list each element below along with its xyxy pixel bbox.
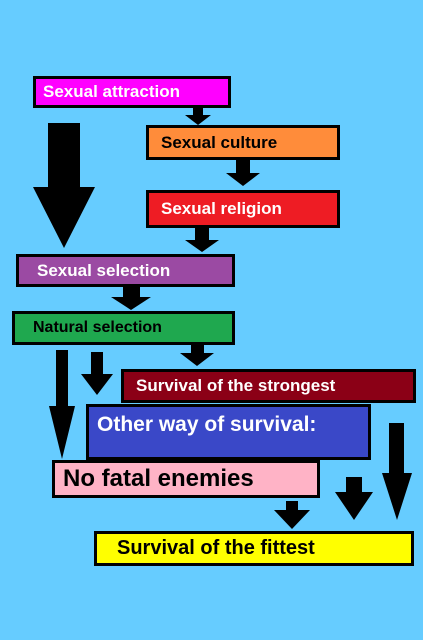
- node-label: Other way of survival:: [97, 413, 317, 436]
- node-sexual-religion: Sexual religion: [146, 190, 340, 228]
- arrow-religion-to-selection: [185, 228, 219, 252]
- node-survival-fittest: Survival of the fittest: [94, 531, 414, 566]
- arrow-attraction-to-selection: [33, 123, 95, 248]
- arrow-culture-to-religion: [226, 160, 260, 186]
- node-other-way-of-survival: Other way of survival:: [86, 404, 371, 460]
- node-sexual-selection: Sexual selection: [16, 254, 235, 287]
- arrow-selection-to-natural: [111, 287, 151, 310]
- arrow-otherway-to-fittest: [335, 477, 373, 520]
- node-label: Survival of the fittest: [117, 537, 315, 559]
- arrow-attraction-to-culture: [185, 108, 211, 125]
- node-label: Sexual culture: [161, 132, 278, 152]
- node-sexual-culture: Sexual culture: [146, 125, 340, 160]
- arrow-enemies-to-fittest: [274, 501, 310, 529]
- node-sexual-attraction: Sexual attraction: [33, 76, 231, 108]
- node-label: Sexual selection: [37, 260, 171, 280]
- arrow-strongest-to-fittest: [382, 423, 412, 520]
- node-label: Natural selection: [33, 319, 162, 336]
- node-natural-selection: Natural selection: [12, 311, 235, 345]
- arrow-natural-to-strongest: [180, 345, 214, 366]
- arrow-natural-to-enemies: [49, 350, 75, 459]
- arrow-natural-to-otherway: [81, 352, 113, 395]
- node-label: Sexual attraction: [43, 82, 180, 101]
- node-label: Sexual religion: [161, 199, 282, 218]
- node-label: Survival of the strongest: [136, 376, 336, 395]
- node-survival-strongest: Survival of the strongest: [121, 369, 416, 403]
- node-no-fatal-enemies: No fatal enemies: [52, 460, 320, 498]
- node-label: No fatal enemies: [63, 465, 254, 492]
